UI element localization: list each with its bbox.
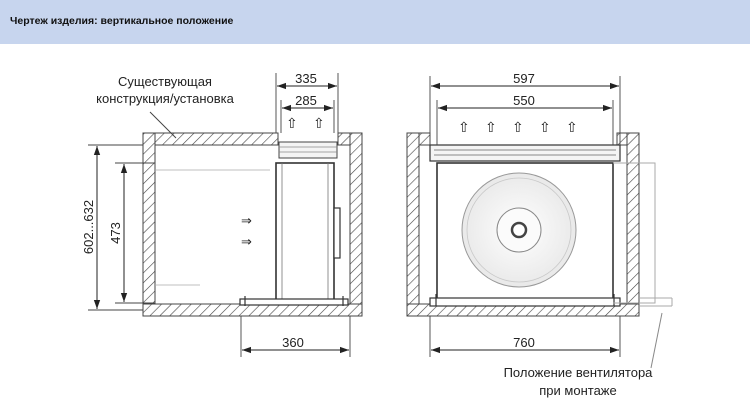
dim-label-760: 760	[513, 335, 535, 350]
left-airflow-right-arrow: ⇒	[241, 213, 252, 228]
page-title: Чертеж изделия: вертикальное положение	[10, 15, 234, 27]
fan-mounting-position-outline	[613, 162, 673, 307]
page-header: Чертеж изделия: вертикальное положение	[0, 0, 750, 44]
right-wall-right	[626, 132, 640, 317]
existing-structure-label-line2: конструкция/установка	[96, 91, 235, 106]
left-view: ⇧ ⇧ ⇒ ⇒ Существующая конструкция/установ…	[81, 71, 363, 357]
right-view: ⇧ ⇧ ⇧ ⇧ ⇧ 597 550 760 Положение вентилят…	[406, 71, 673, 398]
dim-label-597: 597	[513, 71, 535, 86]
right-airflow-up-arrow: ⇧	[566, 119, 578, 135]
left-airflow-up-arrow: ⇧	[313, 115, 325, 131]
right-base-plate	[429, 297, 621, 307]
left-duct-collar	[278, 141, 338, 159]
dim-label-285: 285	[295, 93, 317, 108]
right-airflow-up-arrow: ⇧	[539, 119, 551, 135]
dim-label-360: 360	[282, 335, 304, 350]
left-wall-left	[142, 132, 156, 317]
left-airflow-right-arrow: ⇒	[241, 234, 252, 249]
dim-label-473: 473	[108, 222, 123, 244]
fan-mounting-position-label-line1: Положение вентилятора	[504, 365, 654, 380]
right-top-flange	[429, 144, 621, 162]
existing-structure-leader	[149, 111, 177, 139]
existing-structure-label-line1: Существующая	[118, 74, 212, 89]
left-airflow-up-arrow: ⇧	[286, 115, 298, 131]
fan-mounting-position-label-line2: при монтаже	[539, 383, 616, 398]
fan-shaft	[510, 221, 528, 239]
technical-drawing: ⇧ ⇧ ⇒ ⇒ Существующая конструкция/установ…	[81, 71, 673, 398]
left-fan-housing	[275, 162, 335, 301]
dim-label-335: 335	[295, 71, 317, 86]
right-wall-left	[406, 132, 420, 317]
dim-label-550: 550	[513, 93, 535, 108]
left-wall-bottom	[142, 303, 363, 317]
left-wall-top	[142, 132, 279, 146]
left-wall-right	[349, 132, 363, 317]
right-airflow-up-arrow: ⇧	[458, 119, 470, 135]
left-fan-handle	[333, 207, 341, 259]
right-airflow-up-arrow: ⇧	[512, 119, 524, 135]
left-base-plate	[239, 298, 349, 306]
dim-label-602-632: 602...632	[81, 200, 96, 254]
right-airflow-up-arrow: ⇧	[485, 119, 497, 135]
mounting-position-leader	[650, 312, 663, 369]
